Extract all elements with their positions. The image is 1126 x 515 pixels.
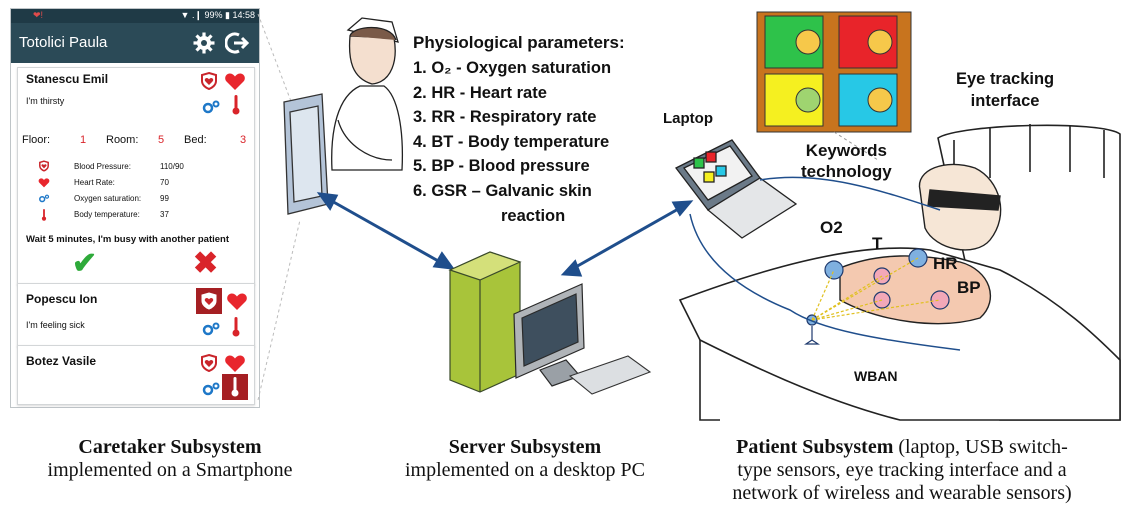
- accept-check-icon[interactable]: ✔: [72, 247, 98, 280]
- status-notification: ❤!: [33, 10, 44, 20]
- eye-tracker-cable: [759, 176, 941, 211]
- patient-card-3[interactable]: Botez Vasile: [17, 345, 255, 405]
- vital-label: Heart Rate:: [74, 178, 115, 187]
- room-label: Room:: [106, 134, 139, 146]
- arrow-server-laptop: [560, 200, 694, 277]
- bed-value: 3: [240, 134, 247, 146]
- vital-value: 70: [160, 178, 169, 187]
- param-item: 4. BT - Body temperature: [413, 132, 610, 151]
- thermometer-icon[interactable]: [225, 94, 247, 116]
- server-caption-sub: implemented on a desktop PC: [405, 459, 645, 481]
- physiological-parameters-list: 1. O₂ - Oxygen saturation 2. HR - Heart …: [413, 56, 611, 228]
- handheld-device-illustration: [283, 93, 329, 215]
- heart-icon[interactable]: [226, 290, 248, 312]
- keyboard-illustration: [568, 355, 652, 395]
- floor-label: Floor:: [22, 134, 51, 146]
- app-bar: Totolici Paula: [11, 23, 259, 63]
- patient-name: Botez Vasile: [26, 354, 97, 368]
- param-item: 3. RR - Respiratory rate: [413, 108, 597, 127]
- hr-sensor-label: HR: [933, 254, 958, 273]
- heart-shield-icon[interactable]: [198, 352, 220, 374]
- gear-icon[interactable]: [192, 31, 216, 55]
- patient-name: Stanescu Emil: [26, 72, 109, 86]
- vital-value: 99: [160, 194, 169, 203]
- patient-message: I'm feeling sick: [26, 320, 85, 330]
- server-caption: Server Subsystem implemented on a deskto…: [372, 436, 678, 482]
- nurse-illustration: [331, 17, 404, 171]
- oxygen-icon[interactable]: [200, 318, 222, 340]
- keywords-label-line1: Keywords: [805, 141, 887, 160]
- patient-caption-title: Patient Subsystem: [736, 436, 894, 458]
- caretaker-caption: Caretaker Subsystem implemented on a Sma…: [20, 436, 320, 482]
- bp-sensor-label: BP: [957, 278, 981, 297]
- room-value: 5: [158, 134, 165, 146]
- thermometer-icon[interactable]: [225, 316, 247, 338]
- wban-label: WBAN: [854, 368, 898, 384]
- blood-pressure-icon: [39, 160, 49, 172]
- eye-label-line2: interface: [970, 92, 1040, 110]
- status-bar: ❤! ▼ .❙ 99% ▮ 14:58: [11, 9, 259, 23]
- sensors-illustration: [804, 248, 950, 345]
- usb-cable: [689, 213, 961, 351]
- keywords-label-line2: technology: [801, 162, 892, 181]
- temperature-small-icon: [41, 209, 47, 221]
- callout-lines: [257, 13, 301, 401]
- param-item: reaction: [501, 206, 566, 225]
- patient-caption-line2: type sensors, eye tracking interface and…: [737, 459, 1067, 481]
- heart-icon[interactable]: [224, 352, 246, 374]
- param-item: 1. O₂ - Oxygen saturation: [413, 59, 612, 77]
- laptop-illustration: [675, 139, 798, 239]
- monitor-illustration: [513, 283, 585, 387]
- bed-label: Bed:: [184, 134, 207, 146]
- reject-cross-icon[interactable]: ✖: [193, 247, 219, 280]
- vital-label: Oxygen saturation:: [74, 194, 142, 203]
- heart-rate-icon: [38, 178, 50, 188]
- eye-label-line1: Eye tracking: [956, 70, 1055, 88]
- patient-caption-line1: (laptop, USB switch-: [893, 436, 1068, 458]
- vital-value: 37: [160, 210, 169, 219]
- heart-shield-alert-icon[interactable]: [196, 288, 222, 314]
- floor-value: 1: [80, 134, 87, 146]
- vital-label: Body temperature:: [74, 210, 140, 219]
- patient-message: I'm thirsty: [26, 96, 65, 106]
- caretaker-caption-title: Caretaker Subsystem: [78, 436, 262, 458]
- oxygen-icon[interactable]: [200, 378, 222, 400]
- patient-caption: Patient Subsystem (laptop, USB switch- t…: [684, 436, 1120, 505]
- vital-label: Blood Pressure:: [74, 162, 131, 171]
- status-info: ▼ .❙ 99% ▮ 14:58: [180, 10, 255, 20]
- oxygen-small-icon: [39, 194, 50, 203]
- patient-illustration: [839, 163, 1002, 325]
- keywords-panel: [756, 11, 912, 133]
- alert-message: Wait 5 minutes, I'm busy with another pa…: [26, 234, 230, 245]
- param-item: 6. GSR – Galvanic skin: [413, 181, 592, 200]
- server-caption-title: Server Subsystem: [448, 436, 602, 458]
- oxygen-icon[interactable]: [200, 96, 222, 118]
- vital-value: 110/90: [160, 162, 184, 171]
- thermometer-alert-icon[interactable]: [222, 374, 248, 400]
- param-item: 5. BP - Blood pressure: [413, 157, 590, 176]
- o2-sensor-label: O2: [820, 218, 843, 237]
- caretaker-name: Totolici Paula: [19, 34, 108, 51]
- patient-card-1[interactable]: Stanescu Emil I'm thirsty Floor: 1 Room:…: [17, 67, 255, 285]
- eye-tracking-label: Eye tracking interface: [956, 68, 1054, 112]
- patient-name: Popescu Ion: [26, 292, 98, 306]
- param-item: 2. HR - Heart rate: [413, 83, 547, 102]
- caretaker-caption-sub: implemented on a Smartphone: [47, 459, 293, 481]
- laptop-label: Laptop: [663, 110, 713, 127]
- patient-caption-line3: network of wireless and wearable sensors…: [732, 482, 1072, 504]
- t-sensor-label: T: [872, 234, 883, 253]
- heart-icon[interactable]: [224, 70, 246, 92]
- physiological-parameters-title: Physiological parameters:: [413, 33, 625, 52]
- arrow-phone-server: [316, 192, 456, 270]
- keywords-technology-label: Keywords technology: [801, 140, 892, 182]
- callout-line-panel: [833, 131, 879, 161]
- logout-icon[interactable]: [225, 31, 249, 55]
- heart-shield-icon[interactable]: [198, 70, 220, 92]
- server-tower-illustration: [448, 251, 522, 393]
- smartphone-screen: ❤! ▼ .❙ 99% ▮ 14:58 Totolici Paula Stane…: [10, 8, 260, 408]
